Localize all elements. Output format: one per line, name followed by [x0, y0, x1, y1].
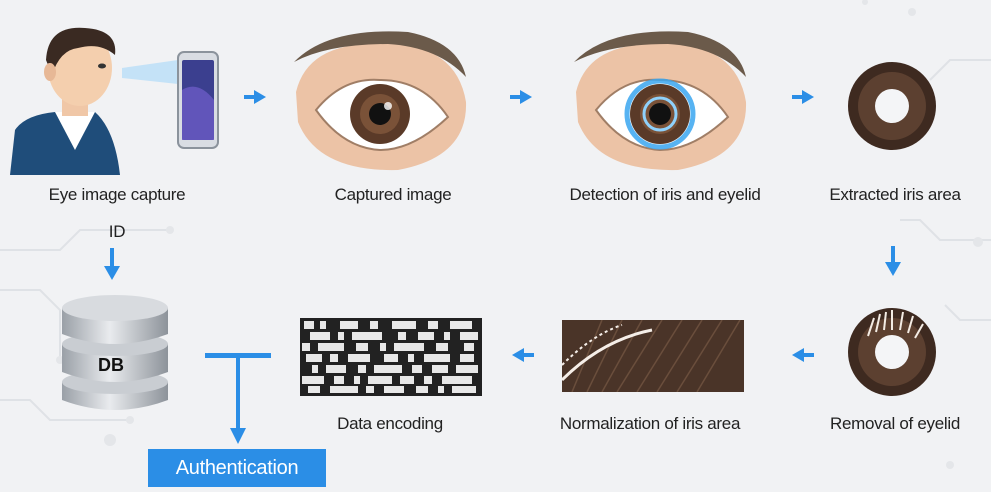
label-eye-image-capture: Eye image capture — [48, 185, 186, 204]
arrow-id-to-db — [104, 248, 120, 280]
captured-eye-image — [294, 31, 467, 171]
label-extracted-iris: Extracted iris area — [829, 185, 961, 204]
person-scanning-eye-illustration — [10, 27, 219, 175]
label-captured-image: Captured image — [334, 185, 452, 204]
label-normalization: Normalization of iris area — [559, 414, 741, 433]
arrow-removal-to-normalization — [792, 348, 814, 362]
database-icon — [62, 295, 168, 410]
label-removal-eyelid: Removal of eyelid — [829, 414, 961, 433]
db-label: DB — [98, 355, 124, 375]
arrow-capture-to-captured — [244, 90, 266, 104]
label-data-encoding: Data encoding — [337, 414, 443, 433]
normalized-iris-strip — [562, 320, 744, 392]
arrow-detection-to-extracted — [792, 90, 814, 104]
eyelid-removed-iris-image — [848, 308, 936, 396]
arrow-captured-to-detection — [510, 90, 532, 104]
compare-connector — [205, 353, 271, 444]
detection-eye-image — [574, 31, 747, 171]
extracted-iris-image — [848, 62, 936, 150]
arrow-normalization-to-encoding — [512, 348, 534, 362]
label-detection: Detection of iris and eyelid — [569, 185, 761, 204]
label-id: ID — [108, 222, 126, 241]
iris-code-barcode — [300, 318, 482, 396]
arrow-extracted-to-removal — [885, 246, 901, 276]
authentication-result-box: Authentication — [148, 449, 326, 487]
